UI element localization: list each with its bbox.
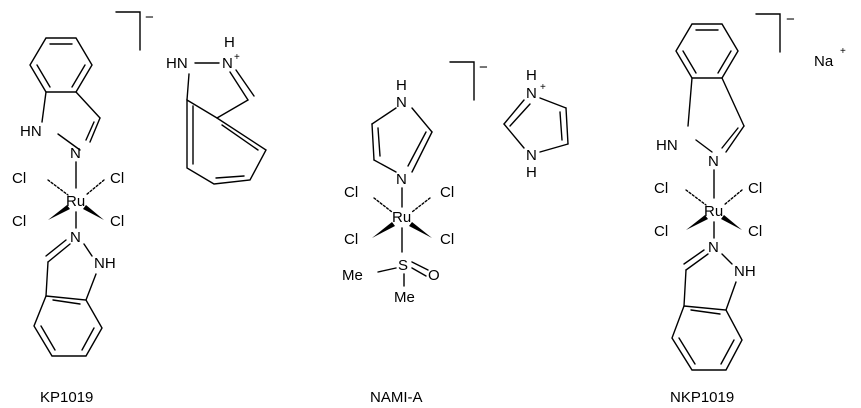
nami-a-cl-top-left: Cl [344,184,358,201]
nkp1019-top-pyrazole-ring [687,77,745,153]
nkp1019-n-top-label: N [708,153,719,170]
kp1019-cl-top-right: Cl [110,170,124,187]
kp1019-cl-bottom-left: Cl [12,213,26,230]
kp1019-ion-charge: + [234,52,240,63]
kp1019-nh-label: NH [94,255,116,272]
nami-a-bracket [449,61,475,101]
kp1019-ion-hn-label: HN [166,55,188,72]
compound-nami-a: H N N Cl Cl Ru Cl Cl S Me O Me − N [342,59,488,406]
kp1019-cl-bottom-right: Cl [110,213,124,230]
nami-a-imidazole-ring [371,107,433,173]
kp1019-n-bottom-label: N [70,229,81,246]
nkp1019-nh-label: NH [734,263,756,280]
kp1019-ion-n-label: N [222,55,233,72]
nkp1019-hn-label: HN [656,137,678,154]
nkp1019-ru-label: Ru [704,203,723,220]
nkp1019-cl-top-left: Cl [654,180,668,197]
kp1019-ru-label: Ru [66,193,85,210]
kp1019-n-top-label: N [70,145,81,162]
kp1019-top-benzene-ring [29,37,93,93]
nami-a-ion-n-top: N [526,85,537,102]
nami-a-charge: − [479,59,488,76]
kp1019-counter-ion: H HN N + [166,34,267,185]
nkp1019-na-charge: + [840,46,846,57]
nami-a-n-bottom-label: N [396,171,407,188]
kp1019-top-pyrazole-ring [41,91,101,151]
nami-a-me-bottom-label: Me [394,289,415,306]
kp1019-ion-h-label: H [224,34,235,51]
nkp1019-bottom-pyrazole-ring [683,249,737,311]
kp1019-bottom-pyrazole-ring [45,239,97,301]
nami-a-n-top-label: N [396,94,407,111]
nami-a-ion-h-top: H [526,67,537,84]
nami-a-h-label: H [396,77,407,94]
nkp1019-cl-bottom-left: Cl [654,223,668,240]
nkp1019-n-bottom-label: N [708,239,719,256]
nami-a-s-label: S [398,257,408,274]
nkp1019-bracket [755,13,781,53]
nkp1019-caption: NKP1019 [670,389,734,406]
kp1019-hn-label: HN [20,123,42,140]
nami-a-cl-bottom-right: Cl [440,231,454,248]
nami-a-o-label: O [428,267,440,284]
kp1019-ion-benzene-ring [186,98,267,185]
kp1019-bottom-benzene-ring [33,295,103,357]
nami-a-me-left-label: Me [342,267,363,284]
kp1019-cl-top-left: Cl [12,170,26,187]
nkp1019-cl-bottom-right: Cl [748,223,762,240]
nami-a-caption: NAMI-A [370,389,423,406]
nami-a-counter-ion: H N + N H [503,67,569,181]
nami-a-cl-top-right: Cl [440,184,454,201]
nkp1019-top-benzene-ring [675,23,739,79]
nami-a-ion-h-bottom: H [526,164,537,181]
nkp1019-cl-top-right: Cl [748,180,762,197]
nkp1019-na-label: Na [814,53,834,70]
nami-a-ion-n-bottom: N [526,147,537,164]
compound-kp1019: HN N Cl Cl Ru Cl Cl N NH − [12,9,154,406]
nkp1019-charge: − [786,11,795,28]
nami-a-ru-label: Ru [392,209,411,226]
compound-nkp1019: HN N Cl Cl Ru Cl Cl N NH − Na + NK [654,11,846,406]
kp1019-bracket [115,11,141,51]
nami-a-cl-bottom-left: Cl [344,231,358,248]
kp1019-charge: − [145,9,154,26]
kp1019-caption: KP1019 [40,389,93,406]
nkp1019-bottom-benzene-ring [671,305,743,371]
nami-a-ion-charge: + [540,82,546,93]
